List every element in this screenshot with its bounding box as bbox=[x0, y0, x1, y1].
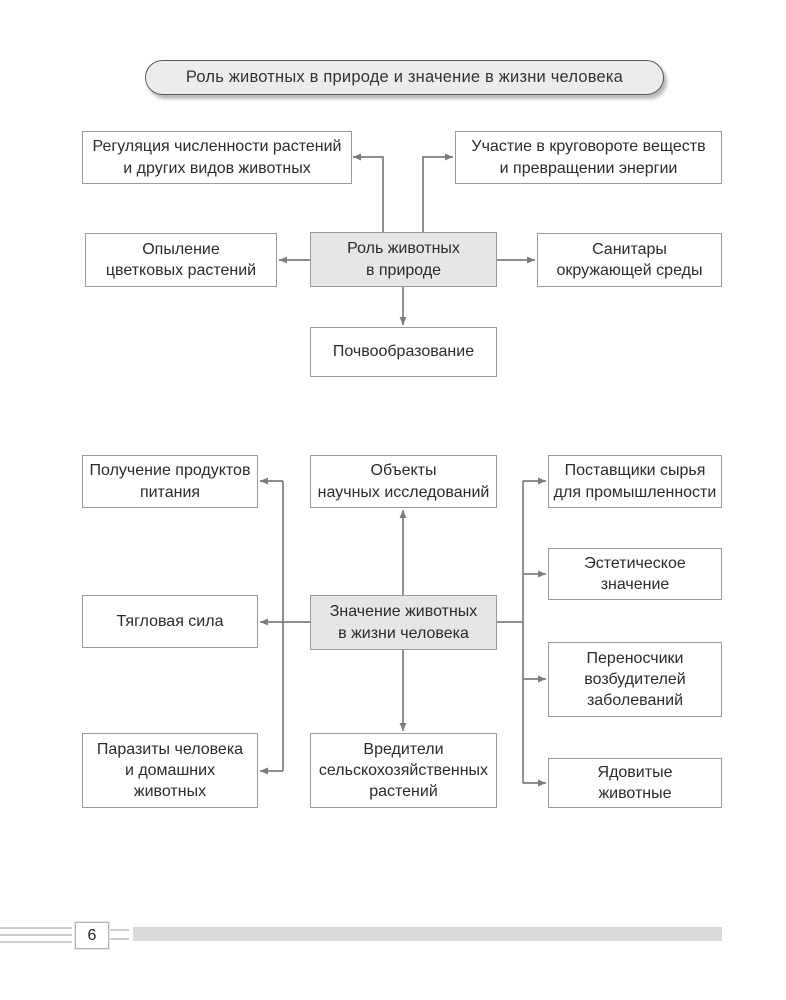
node-soil-formation: Почвообразование bbox=[310, 327, 497, 377]
node-matter-cycle: Участие в круговороте веществ и превраще… bbox=[455, 131, 722, 184]
node-crop-pests-label: Вредители сельскохозяйственных растений bbox=[318, 740, 489, 801]
node-parasites: Паразиты человека и домашних животных bbox=[82, 733, 258, 808]
footer-rule bbox=[110, 929, 129, 931]
node-research-objects: Объекты научных исследований bbox=[310, 455, 497, 508]
footer-rule bbox=[0, 927, 72, 929]
node-disease-vectors: Переносчики возбудителей заболеваний bbox=[548, 642, 722, 717]
page-number-label: 6 bbox=[87, 926, 97, 944]
node-regulation-label: Регуляция численности растений и других … bbox=[92, 138, 342, 177]
node-soil-formation-label: Почвообразование bbox=[332, 343, 475, 361]
node-nature-center: Роль животных в природе bbox=[310, 232, 497, 287]
node-research-objects-label: Объекты научных исследований bbox=[317, 462, 490, 501]
node-aesthetic-label: Эстетическое значение bbox=[584, 554, 686, 593]
page-number: 6 bbox=[75, 922, 109, 949]
node-pollination: Опыление цветковых растений bbox=[85, 233, 277, 287]
node-sanitation: Санитары окружающей среды bbox=[537, 233, 722, 287]
footer-bar bbox=[133, 927, 722, 941]
node-parasites-label: Паразиты человека и домашних животных bbox=[96, 740, 244, 801]
page-title: Роль животных в природе и значение в жиз… bbox=[145, 60, 664, 95]
node-poisonous: Ядовитые животные bbox=[548, 758, 722, 808]
node-food-label: Получение продуктов питания bbox=[89, 462, 251, 501]
node-aesthetic: Эстетическое значение bbox=[548, 548, 722, 600]
page-title-label: Роль животных в природе и значение в жиз… bbox=[185, 68, 624, 86]
arrow-nature-to-cycle bbox=[423, 153, 453, 232]
arrow-nature-to-regulation bbox=[353, 153, 383, 232]
node-nature-center-label: Роль животных в природе bbox=[347, 240, 460, 279]
node-food: Получение продуктов питания bbox=[82, 455, 258, 508]
node-matter-cycle-label: Участие в круговороте веществ и превраще… bbox=[471, 138, 706, 177]
node-raw-materials: Поставщики сырья для промышленности bbox=[548, 455, 722, 508]
node-regulation: Регуляция численности растений и других … bbox=[82, 131, 352, 184]
node-sanitation-label: Санитары окружающей среды bbox=[556, 240, 703, 279]
node-disease-vectors-label: Переносчики возбудителей заболеваний bbox=[584, 649, 686, 710]
footer-rule bbox=[0, 941, 72, 943]
footer-rule bbox=[110, 938, 129, 940]
node-crop-pests: Вредители сельскохозяйственных растений bbox=[310, 733, 497, 808]
node-human-center-label: Значение животных в жизни человека bbox=[329, 603, 478, 642]
node-human-center: Значение животных в жизни человека bbox=[310, 595, 497, 650]
node-draft-power: Тягловая сила bbox=[82, 595, 258, 648]
node-raw-materials-label: Поставщики сырья для промышленности bbox=[553, 462, 717, 501]
node-pollination-label: Опыление цветковых растений bbox=[105, 240, 257, 279]
footer-rule bbox=[0, 934, 72, 936]
node-poisonous-label: Ядовитые животные bbox=[597, 763, 673, 802]
node-draft-power-label: Тягловая сила bbox=[116, 612, 224, 630]
